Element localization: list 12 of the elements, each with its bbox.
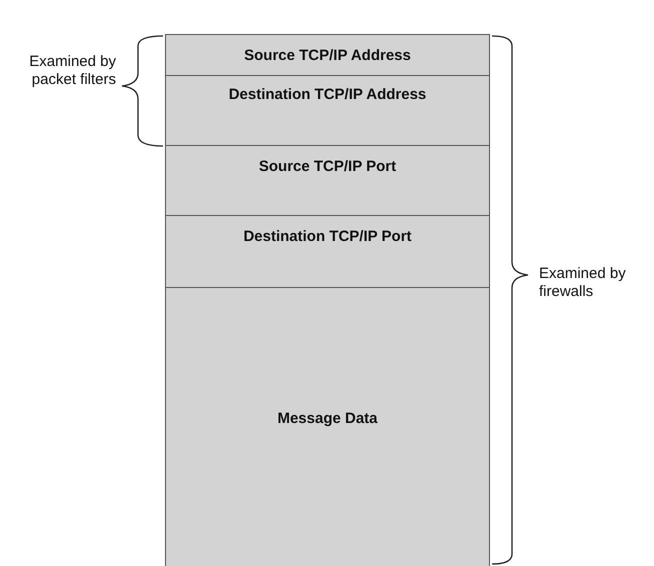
field-name: Destination TCP/IP Address bbox=[228, 86, 428, 103]
brace-label: Examined by firewalls bbox=[539, 265, 627, 301]
field-row bbox=[165, 75, 490, 146]
brace-label: Examined by packet filters bbox=[28, 53, 116, 89]
field-name: Source TCP/IP Port bbox=[258, 158, 398, 175]
field-row bbox=[165, 215, 490, 288]
field-row bbox=[165, 287, 490, 566]
field-name: Source TCP/IP Address bbox=[243, 47, 412, 64]
field-row bbox=[165, 34, 490, 77]
field-name: Destination TCP/IP Port bbox=[242, 228, 413, 245]
field-row bbox=[165, 145, 490, 216]
field-name: Message Data bbox=[276, 410, 379, 427]
